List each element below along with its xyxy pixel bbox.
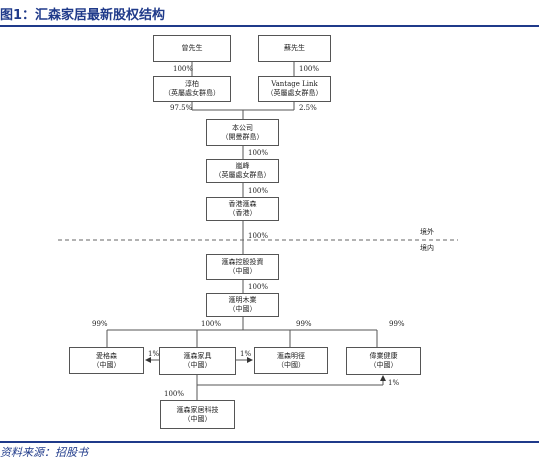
edge-label: 99% [92,320,108,328]
onshore-label: 境内 [420,244,434,252]
node-jurisdiction: （英屬處女群島） [164,89,220,97]
node-health: 偉業健康 （中國） [346,347,421,375]
edge-label: 2.5% [299,104,317,112]
node-chunbo: 淳柏 （英屬處女群島） [153,76,231,102]
node-name: 滙森明徑 [277,351,305,360]
node-name: 蘇先生 [284,44,305,52]
node-mingjing: 滙森明徑 （中國） [254,347,328,374]
node-name: 滙森家具 [183,352,212,360]
edge-label: 99% [296,320,312,328]
title-rule [0,25,539,27]
edge-label: 1% [388,379,400,387]
node-name: 滙森家居科技 [176,405,219,414]
node-name: Vantage Link [271,80,318,88]
node-name: 愛格森 [96,351,117,360]
node-su: 蘇先生 [258,35,331,62]
node-hk: 香港滙森 （香港） [206,197,279,221]
node-vantage: Vantage Link （英屬處女群島） [258,76,331,102]
node-jurisdiction: （香港） [228,209,257,217]
edge-label: 100% [248,187,269,195]
node-name: 偉業健康 [369,352,398,360]
node-jurisdiction: （英屬處女群島） [266,89,323,97]
footer-rule [0,441,539,443]
node-jurisdiction: （中國） [228,267,257,275]
node-name: 香港滙森 [228,200,257,208]
edge-label: 97.5% [170,104,193,112]
node-jurisdiction: （英屬處女群島） [214,171,271,179]
node-aigesen: 愛格森 （中國） [69,347,144,374]
node-jurisdiction: （中國） [183,361,212,369]
edge-label: 100% [248,232,269,240]
node-name: 本公司 [232,123,253,132]
node-jurisdiction: （中國） [228,305,257,313]
node-jurisdiction: （中國） [277,360,305,369]
node-tech: 滙森家居科技 （中國） [160,400,235,429]
node-jurisdiction: （中國） [92,360,121,369]
node-zeng: 曾先生 [153,35,231,62]
node-wood: 滙明木業 （中國） [206,293,279,317]
edge-label: 1% [148,350,160,358]
node-jurisdiction: （開曼群島） [221,132,264,141]
node-name: 嵐峰 [235,162,250,170]
node-furniture: 滙森家具 （中國） [159,347,236,375]
node-name: 滙森控股投資 [221,258,264,266]
node-company: 本公司 （開曼群島） [206,119,279,146]
node-jurisdiction: （中國） [183,414,212,423]
edge-label: 1% [240,350,252,358]
node-jurisdiction: （中國） [369,361,398,369]
edge-label: 99% [389,320,405,328]
source-note: 资料来源：招股书 [0,446,88,459]
node-name: 曾先生 [181,44,203,52]
offshore-label: 境外 [420,228,434,236]
edge-label: 100% [173,65,194,73]
node-name: 滙明木業 [228,296,257,304]
edge-label: 100% [201,320,222,328]
node-holding: 滙森控股投資 （中國） [206,254,279,280]
node-lanfeng: 嵐峰 （英屬處女群島） [206,159,279,183]
edge-label: 100% [164,390,185,398]
edge-label: 100% [299,65,320,73]
edge-label: 100% [248,149,269,157]
node-name: 淳柏 [185,80,199,88]
edge-label: 100% [248,283,269,291]
figure-title: 图1：汇森家居最新股权结构 [0,8,166,23]
